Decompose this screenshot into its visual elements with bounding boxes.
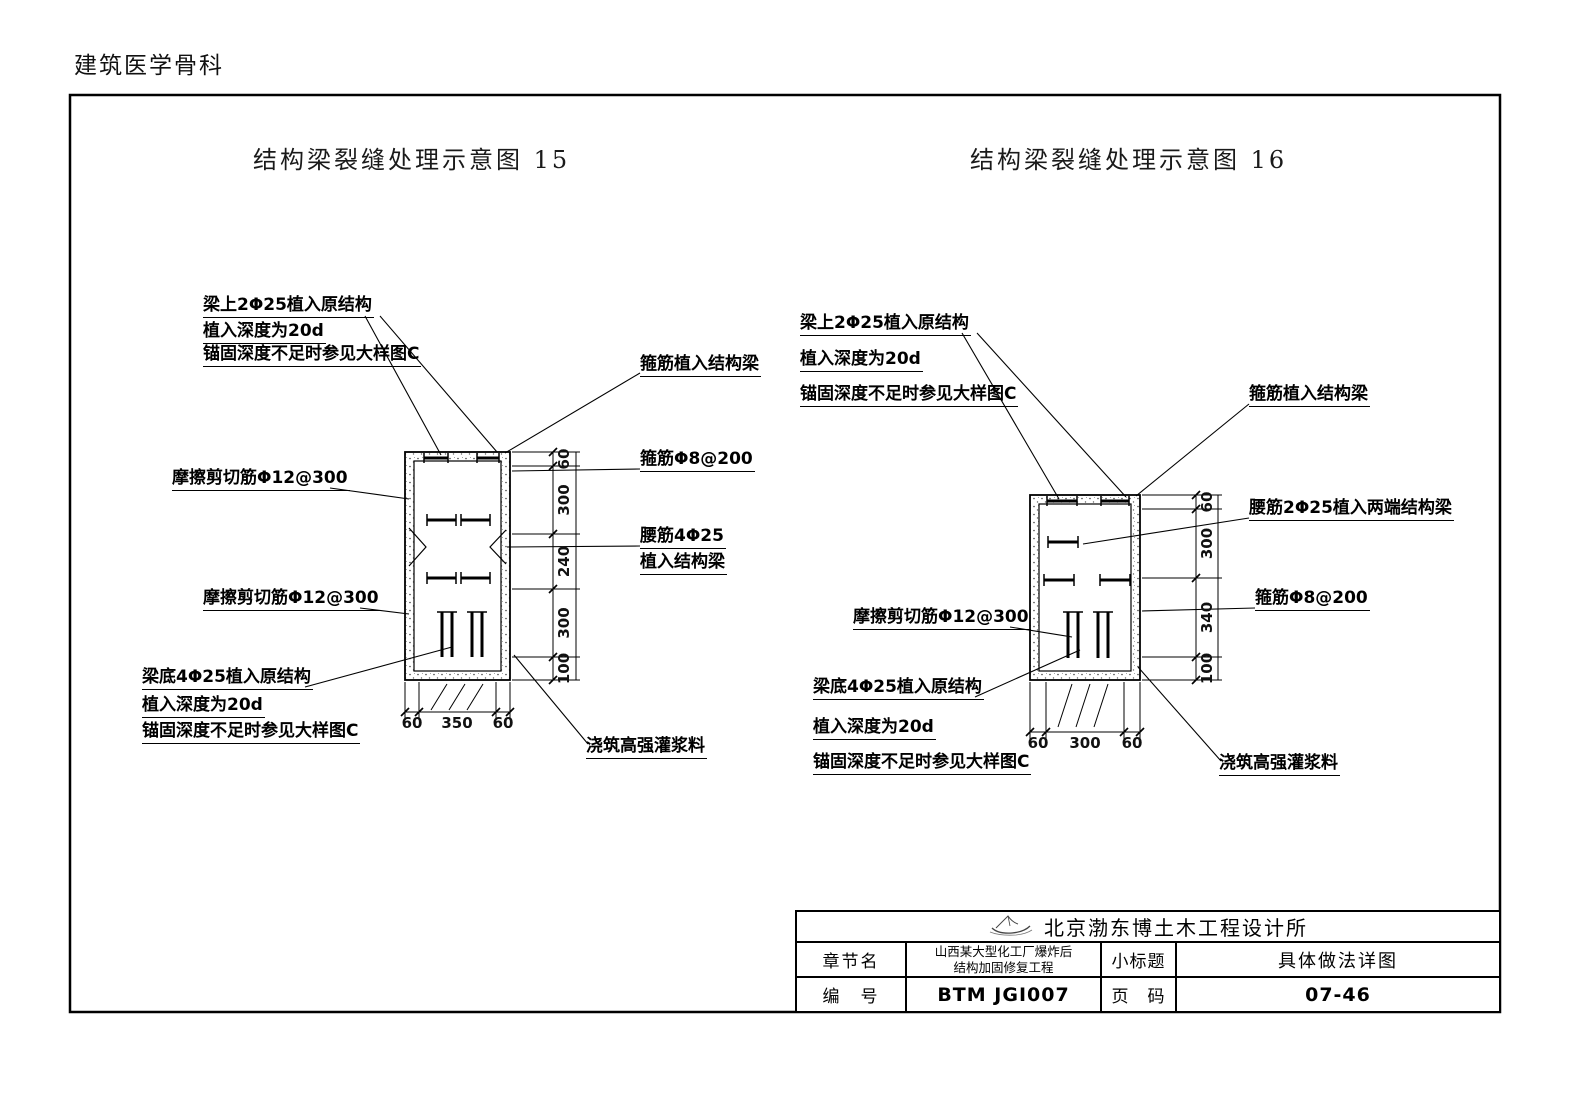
label-16-shear: 摩擦剪切筋Φ12@300	[853, 608, 1031, 630]
dim-v-16-0: 60	[1198, 492, 1216, 513]
dim-v-16-2: 340	[1198, 602, 1216, 633]
dim-v-15-4: 100	[555, 653, 573, 684]
title-block-company-row: 北京渤东博土木工程设计所	[797, 912, 1499, 943]
beam-section-16	[1029, 494, 1141, 681]
dimension-values-16: 60 300 340 100 60 300 60	[1028, 492, 1216, 752]
title-block-chapter-row: 章节名 山西某大型化工厂爆炸后 结构加固修复工程 小标题 具体做法详图	[797, 943, 1499, 978]
header-watermark: 建筑医学骨科	[74, 53, 224, 79]
dim-v-16-1: 300	[1198, 528, 1216, 559]
label-16-waist-bars: 腰筋2Φ25植入两端结构梁	[1249, 499, 1454, 521]
sheet-border	[68, 93, 1502, 1014]
dim-h-16-1: 300	[1069, 734, 1100, 752]
dimension-values-15: 60 300 240 300 100 60 350 60	[402, 449, 573, 732]
label-15-shear-upper: 摩擦剪切筋Φ12@300	[172, 469, 350, 491]
label-15-waist-embed: 植入结构梁	[640, 553, 727, 575]
label-15-top-bars: 梁上2Φ25植入原结构	[203, 296, 374, 318]
label-15-embed-depth-top: 植入深度为20d	[203, 322, 326, 344]
dim-v-15-0: 60	[555, 449, 573, 470]
waist-bars-16	[1044, 540, 1130, 582]
chapter-value-line1: 山西某大型化工厂爆炸后	[934, 943, 1073, 959]
label-15-anchor-note-bot: 锚固深度不足时参见大样图C	[142, 722, 361, 744]
subtitle-value: 具体做法详图	[1278, 950, 1398, 972]
dim-v-15-2: 240	[555, 546, 573, 577]
dimension-lines-16	[1025, 490, 1222, 740]
beam-section-15	[404, 451, 511, 681]
label-16-anchor-note-top: 锚固深度不足时参见大样图C	[800, 385, 1019, 407]
diagram16-title: 结构梁裂缝处理示意图 16	[970, 146, 1288, 174]
number-label: 编 号	[797, 978, 907, 1011]
label-15-waist-bars: 腰筋4Φ25	[640, 527, 726, 549]
subtitle-label: 小标题	[1102, 943, 1177, 976]
label-16-top-bars: 梁上2Φ25植入原结构	[800, 314, 971, 336]
dim-v-15-3: 300	[555, 607, 573, 638]
label-16-embed-depth-top: 植入深度为20d	[800, 350, 923, 372]
chapter-value: 山西某大型化工厂爆炸后 结构加固修复工程	[907, 943, 1102, 976]
dim-h-15-1: 350	[441, 714, 472, 732]
number-value: BTM JGI007	[907, 978, 1102, 1011]
chapter-label: 章节名	[797, 943, 907, 976]
waist-bars-15	[427, 518, 490, 580]
label-15-stirrup-embed: 箍筋植入结构梁	[640, 355, 761, 377]
label-15-grout: 浇筑高强灌浆料	[586, 737, 707, 759]
label-16-embed-depth-bot: 植入深度为20d	[813, 718, 936, 740]
title-block: 北京渤东博土木工程设计所 章节名 山西某大型化工厂爆炸后 结构加固修复工程 小标…	[795, 910, 1501, 1013]
label-15-embed-depth-bot: 植入深度为20d	[142, 696, 265, 718]
dim-h-15-0: 60	[402, 714, 423, 732]
label-15-shear-lower: 摩擦剪切筋Φ12@300	[203, 589, 381, 611]
label-16-anchor-note-bot: 锚固深度不足时参见大样图C	[813, 753, 1032, 775]
diagram15-title: 结构梁裂缝处理示意图 15	[253, 146, 571, 174]
chapter-value-line2: 结构加固修复工程	[953, 959, 1054, 975]
dim-v-16-3: 100	[1198, 653, 1216, 684]
title-block-number-row: 编 号 BTM JGI007 页 码 07-46	[797, 978, 1499, 1011]
leader-lines-15	[304, 315, 641, 745]
label-16-grout: 浇筑高强灌浆料	[1219, 754, 1340, 776]
dim-h-16-2: 60	[1122, 734, 1143, 752]
label-15-anchor-note-top: 锚固深度不足时参见大样图C	[203, 345, 422, 367]
dim-h-15-2: 60	[493, 714, 514, 732]
label-16-stirrup-spec: 箍筋Φ8@200	[1255, 589, 1370, 611]
page-label: 页 码	[1102, 978, 1177, 1011]
leader-lines-16	[961, 332, 1256, 762]
company-name: 北京渤东博土木工程设计所	[1044, 916, 1308, 940]
left-wedge-15	[408, 527, 427, 567]
label-16-bottom-bars: 梁底4Φ25植入原结构	[813, 678, 984, 700]
right-wedge-15	[489, 529, 507, 565]
dim-h-16-0: 60	[1028, 734, 1049, 752]
label-15-bottom-bars: 梁底4Φ25植入原结构	[142, 668, 313, 690]
company-logo-icon	[988, 912, 1034, 942]
dim-v-15-1: 300	[555, 484, 573, 515]
page-value: 07-46	[1305, 983, 1371, 1006]
label-16-stirrup-embed: 箍筋植入结构梁	[1249, 385, 1370, 407]
label-15-stirrup-spec: 箍筋Φ8@200	[640, 450, 755, 472]
dimension-lines-15	[400, 447, 580, 720]
